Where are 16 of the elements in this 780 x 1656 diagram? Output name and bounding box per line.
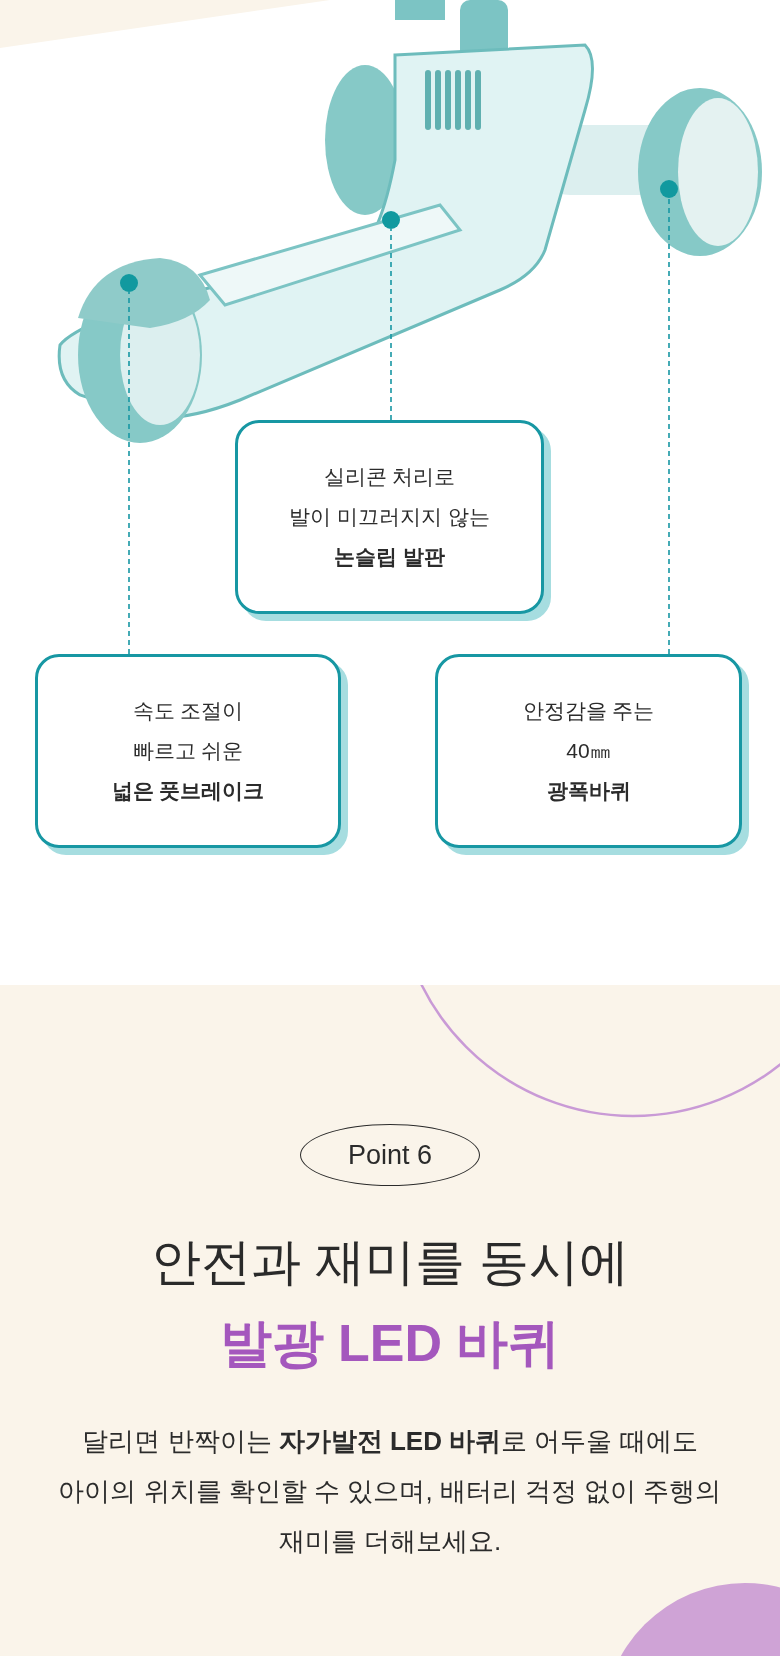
description-text: 달리면 반짝이는 자가발전 LED 바퀴로 어두울 때에도 아이의 위치를 확인할 수 있으며, 배터리 걱정 없이 주행의 재미를 더해보세요. [57, 1425, 723, 1558]
leader-line [128, 291, 130, 655]
leader-line [668, 197, 670, 655]
feature-name: 광폭바퀴 [546, 778, 631, 804]
leader-line [390, 228, 392, 421]
callout-text: 40㎜ [566, 738, 611, 764]
feature-name: 넓은 풋브레이크 [111, 778, 265, 804]
heading: 안전과 재미를 동시에 [150, 1233, 630, 1292]
callout-text: 발이 미끄러지지 않는 [289, 504, 490, 530]
callout-text: 속도 조절이 [132, 698, 244, 724]
callout-text: 빠르고 쉬운 [132, 738, 244, 764]
callout-text: 안정감을 주는 [522, 698, 655, 724]
callout-text: 실리콘 처리로 [323, 464, 456, 490]
subheading: 발광 LED 바퀴 [218, 1313, 562, 1374]
badge-label: Point 6 [347, 1139, 433, 1171]
feature-name: 논슬립 발판 [334, 544, 445, 570]
